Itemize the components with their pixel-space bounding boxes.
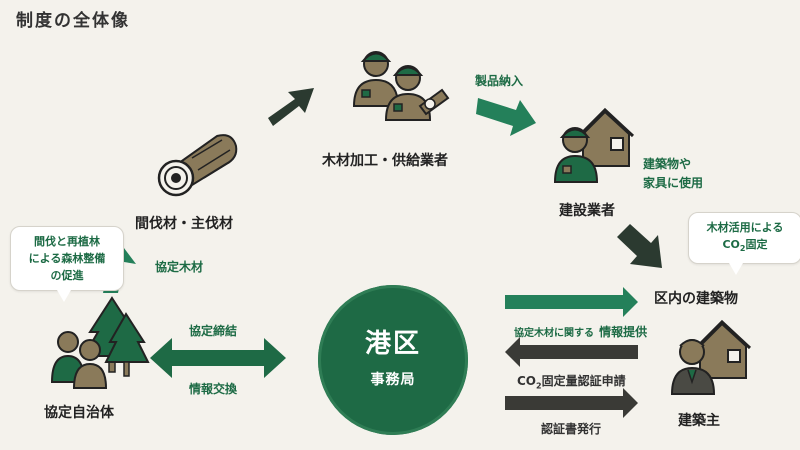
- co2-bubble-line2: 固定: [745, 238, 768, 251]
- info-provide-text: 情報提供: [599, 325, 648, 339]
- forest-bubble-line3: の促進: [50, 269, 84, 282]
- page-title: 制度の全体像: [16, 11, 130, 31]
- use-line1: 建築物や: [643, 157, 692, 171]
- building-label: 区内の建築物: [654, 291, 738, 307]
- agreement-label: 協定締結: [189, 324, 238, 338]
- co2-apply-text: 固定量認証申請: [541, 374, 626, 388]
- forest-bubble: 間伐と再植林 による森林整備 の促進: [10, 226, 124, 302]
- builder-label: 建設業者: [559, 203, 615, 219]
- product-delivery-label: 製品納入: [475, 74, 524, 88]
- arrow-processor-to-builder: [476, 98, 536, 136]
- forest-bubble-line2: による森林整備: [28, 252, 106, 265]
- co2-bubble-line1: 木材活用による: [706, 221, 784, 234]
- use-line2: 家具に使用: [643, 176, 704, 190]
- arrow-agreement-double: [150, 338, 286, 378]
- builder-icon: [553, 107, 635, 183]
- processor-label: 木材加工・供給業者: [322, 153, 448, 169]
- forest-bubble-line1: 間伐と再植林: [34, 235, 100, 248]
- arrow-info-provide: [505, 287, 638, 317]
- info-provide-small: 協定木材に関する: [514, 328, 594, 339]
- municipality-label: 協定自治体: [44, 405, 114, 421]
- co2-apply-label: CO2固定量認証申請: [517, 374, 626, 391]
- certificate-label: 認証書発行: [541, 422, 602, 436]
- co2-bubble: 木材活用による CO2固定: [688, 212, 800, 276]
- arrow-lumber-to-processor: [268, 88, 314, 126]
- office-title: 港区: [364, 329, 421, 359]
- owner-label: 建築主: [678, 413, 720, 429]
- log-icon: [157, 134, 238, 197]
- office-circle: 港区 事務局: [318, 285, 468, 435]
- owner-icon: [670, 319, 752, 395]
- arrow-builder-to-building: [617, 224, 662, 268]
- lumber-label: 間伐材・主伐材: [135, 216, 233, 232]
- info-exchange-label: 情報交換: [189, 382, 238, 396]
- office-sub: 事務局: [370, 372, 416, 388]
- info-provide-label: 協定木材に関する 情報提供: [514, 321, 647, 340]
- workers-icon: [352, 51, 450, 121]
- trees-people-icon: [50, 296, 150, 389]
- co2-bubble-line2-wrap: CO2固定: [722, 238, 768, 254]
- arrow-certificate: [505, 388, 638, 418]
- arrow-co2-apply: [505, 337, 638, 367]
- certified-wood-label: 協定木材: [155, 260, 204, 274]
